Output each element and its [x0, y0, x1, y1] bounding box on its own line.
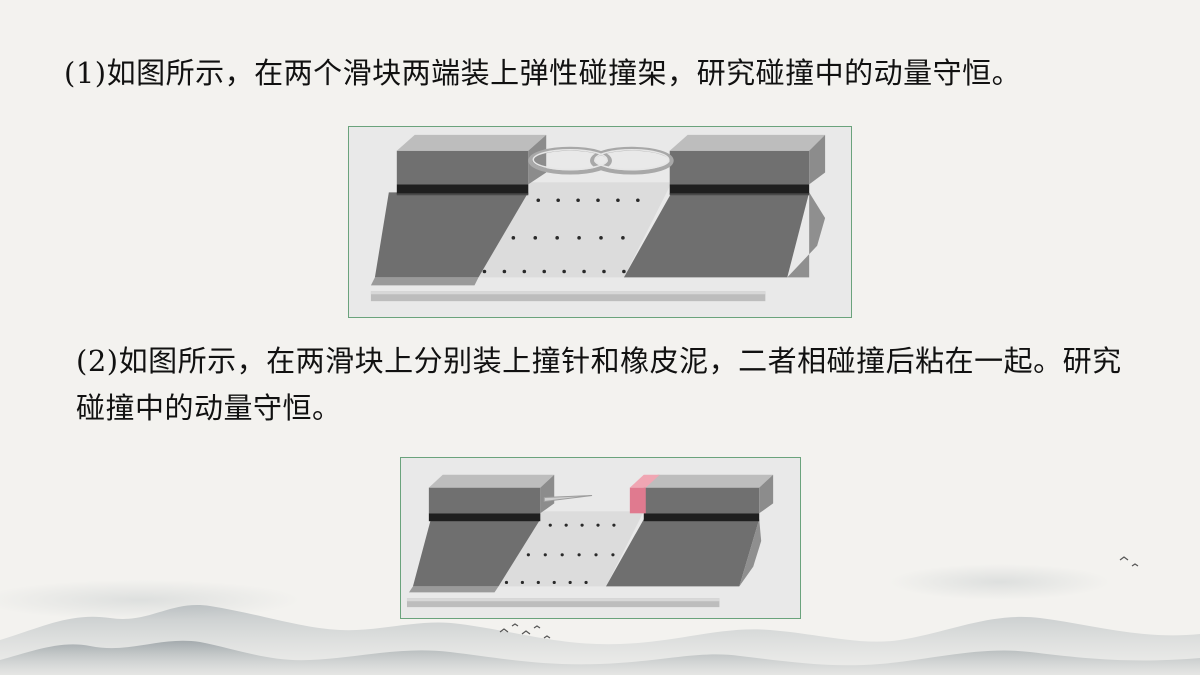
- track-surface: [478, 182, 672, 278]
- air-holes: [482, 198, 640, 274]
- right-slider: [623, 134, 826, 278]
- track-surface: [498, 511, 644, 587]
- left-slider: [370, 134, 547, 286]
- elastic-bumpers: [528, 146, 674, 175]
- flying-birds: [499, 556, 1139, 639]
- figure-inelastic-collision: [400, 457, 801, 619]
- figure-elastic-collision: [348, 126, 852, 318]
- question-part-2: (2)如图所示，在两滑块上分别装上撞针和橡皮泥，二者相碰撞后粘在一起。研究碰撞中…: [76, 344, 1122, 425]
- right-slider: [605, 474, 774, 587]
- mist-cloud: [0, 580, 300, 620]
- plasticine: [629, 474, 660, 514]
- far-mountains: [0, 605, 1200, 675]
- air-holes: [504, 523, 616, 585]
- needle: [543, 495, 593, 503]
- track-rail: [370, 291, 766, 302]
- mist-cloud: [890, 564, 1110, 600]
- left-slider: [408, 474, 555, 593]
- question-part-1: (1)如图所示，在两个滑块两端装上弹性碰撞架，研究碰撞中的动量守恒。: [64, 56, 1022, 90]
- track-rail: [406, 598, 720, 608]
- near-mountains: [0, 640, 1200, 675]
